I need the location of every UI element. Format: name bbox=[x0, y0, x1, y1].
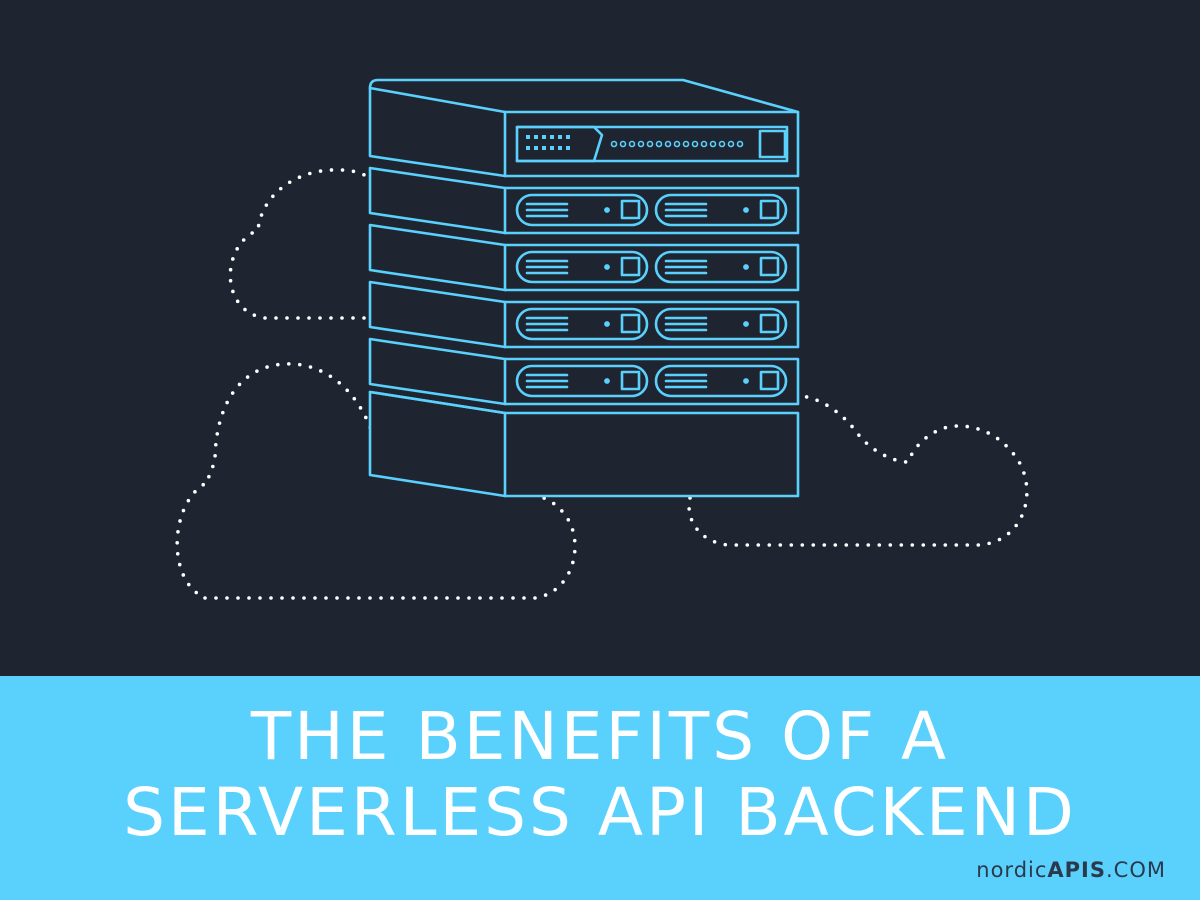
server-drive-unit bbox=[368, 280, 800, 349]
server-clouds-illustration bbox=[175, 78, 1029, 600]
server-drive-unit bbox=[368, 166, 800, 235]
server-stack-icon bbox=[368, 78, 800, 498]
title-banner: THE BENEFITS OF A SERVERLESS API BACKEND… bbox=[0, 676, 1200, 900]
server-base-unit bbox=[368, 390, 800, 498]
page-title-line-2: SERVERLESS API BACKEND bbox=[123, 774, 1077, 851]
server-drive-unit bbox=[368, 337, 800, 406]
brand-text-part3: .COM bbox=[1106, 858, 1166, 882]
brand-text-part1: nordic bbox=[976, 858, 1048, 882]
cloud-icon bbox=[687, 393, 1029, 547]
brand-text-part2: APIS bbox=[1047, 858, 1106, 882]
brand-link[interactable]: nordicAPIS.COM bbox=[976, 858, 1166, 882]
page-title-line-1: THE BENEFITS OF A bbox=[250, 698, 950, 775]
cloud-icon bbox=[228, 168, 377, 320]
server-top-unit bbox=[368, 78, 800, 178]
server-drive-unit bbox=[368, 223, 800, 292]
